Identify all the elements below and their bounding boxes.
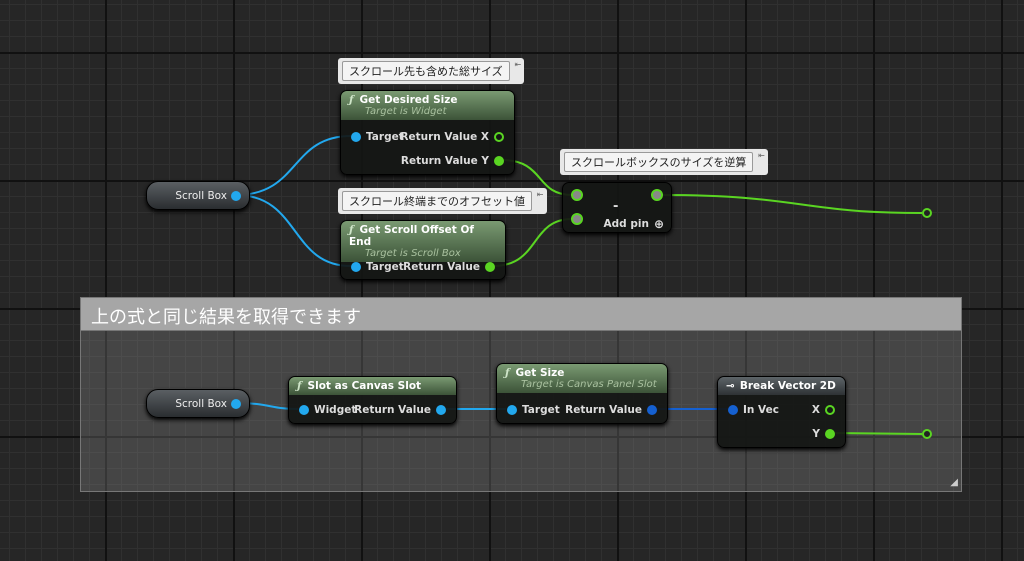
plus-circle-icon: ⊕ — [653, 217, 664, 231]
wire — [661, 194, 923, 214]
target-pin[interactable]: Target — [351, 131, 404, 143]
node-subtitle: Target is Scroll Box — [365, 248, 461, 259]
target-pin[interactable]: Target — [351, 261, 404, 273]
slot-as-canvas-slot-node[interactable]: ƒ Slot as Canvas Slot Widget Return Value — [288, 376, 457, 424]
node-label: Scroll Box — [175, 189, 227, 202]
function-icon: ƒ — [349, 94, 354, 106]
node-subtitle: Target is Canvas Panel Slot — [521, 379, 657, 390]
pin-icon[interactable]: ⇤ — [758, 151, 765, 160]
return-y-pin[interactable]: Return Value Y — [401, 155, 504, 167]
bubble-text: スクロール終端までのオフセット値 — [342, 191, 532, 211]
bubble-text: スクロール先も含めた総サイズ — [342, 61, 510, 81]
node-subtitle: Target is Widget — [365, 106, 447, 117]
widget-pin[interactable]: Widget — [299, 404, 356, 416]
comment-bubble[interactable]: スクロール先も含めた総サイズ ⇤ — [338, 58, 525, 84]
node-title: Slot as Canvas Slot — [307, 380, 422, 392]
y-pin[interactable]: Y — [812, 428, 835, 440]
function-icon: ƒ — [505, 367, 510, 379]
output-pin[interactable] — [231, 191, 241, 201]
wire — [235, 194, 352, 267]
function-icon: ƒ — [349, 224, 354, 236]
comment-bubble[interactable]: スクロール終端までのオフセット値 ⇤ — [338, 188, 547, 214]
return-value-pin[interactable]: Return Value — [403, 261, 495, 273]
return-value-pin[interactable]: Return Value — [354, 404, 446, 416]
bubble-text: スクロールボックスのサイズを逆算 — [564, 152, 754, 172]
add-pin-button[interactable]: Add pin⊕ — [603, 217, 664, 231]
scroll-box-variable-node[interactable]: Scroll Box — [146, 181, 250, 210]
x-pin[interactable]: X — [812, 404, 835, 416]
node-title: Get Desired Size — [359, 94, 458, 106]
node-title: Get Size — [515, 367, 565, 379]
target-pin[interactable]: Target — [507, 404, 560, 416]
break-vector-2d-node[interactable]: ⊸ Break Vector 2D In Vec X Y — [717, 376, 846, 448]
output-pin[interactable] — [231, 399, 241, 409]
node-label: Scroll Box — [175, 397, 227, 410]
wire-endpoint[interactable] — [922, 208, 932, 218]
output-pin[interactable] — [651, 189, 663, 201]
input-pin-a[interactable] — [571, 189, 583, 201]
function-icon: ƒ — [297, 380, 302, 392]
break-struct-icon: ⊸ — [726, 380, 735, 392]
comment-bubble[interactable]: スクロールボックスのサイズを逆算 ⇤ — [560, 149, 768, 175]
comment-title[interactable]: 上の式と同じ結果を取得できます — [81, 298, 961, 331]
return-value-pin[interactable]: Return Value — [565, 404, 657, 416]
node-title: Break Vector 2D — [739, 380, 836, 392]
pin-icon[interactable]: ⇤ — [514, 60, 522, 69]
node-title: Get Scroll Offset Of End — [349, 224, 474, 248]
scroll-box-variable-node[interactable]: Scroll Box — [146, 389, 250, 418]
operator-label: - — [613, 199, 619, 214]
wire — [235, 135, 352, 196]
pin-icon[interactable]: ⇤ — [536, 190, 544, 199]
return-x-pin[interactable]: Return Value X — [400, 131, 504, 143]
input-pin-b[interactable] — [571, 213, 583, 225]
wire — [831, 432, 923, 435]
resize-handle-icon[interactable]: ◢ — [950, 477, 958, 488]
subtract-node[interactable]: - Add pin⊕ — [562, 182, 672, 233]
wire — [492, 218, 573, 267]
in-vec-pin[interactable]: In Vec — [728, 404, 779, 416]
wire-endpoint[interactable] — [922, 429, 932, 439]
